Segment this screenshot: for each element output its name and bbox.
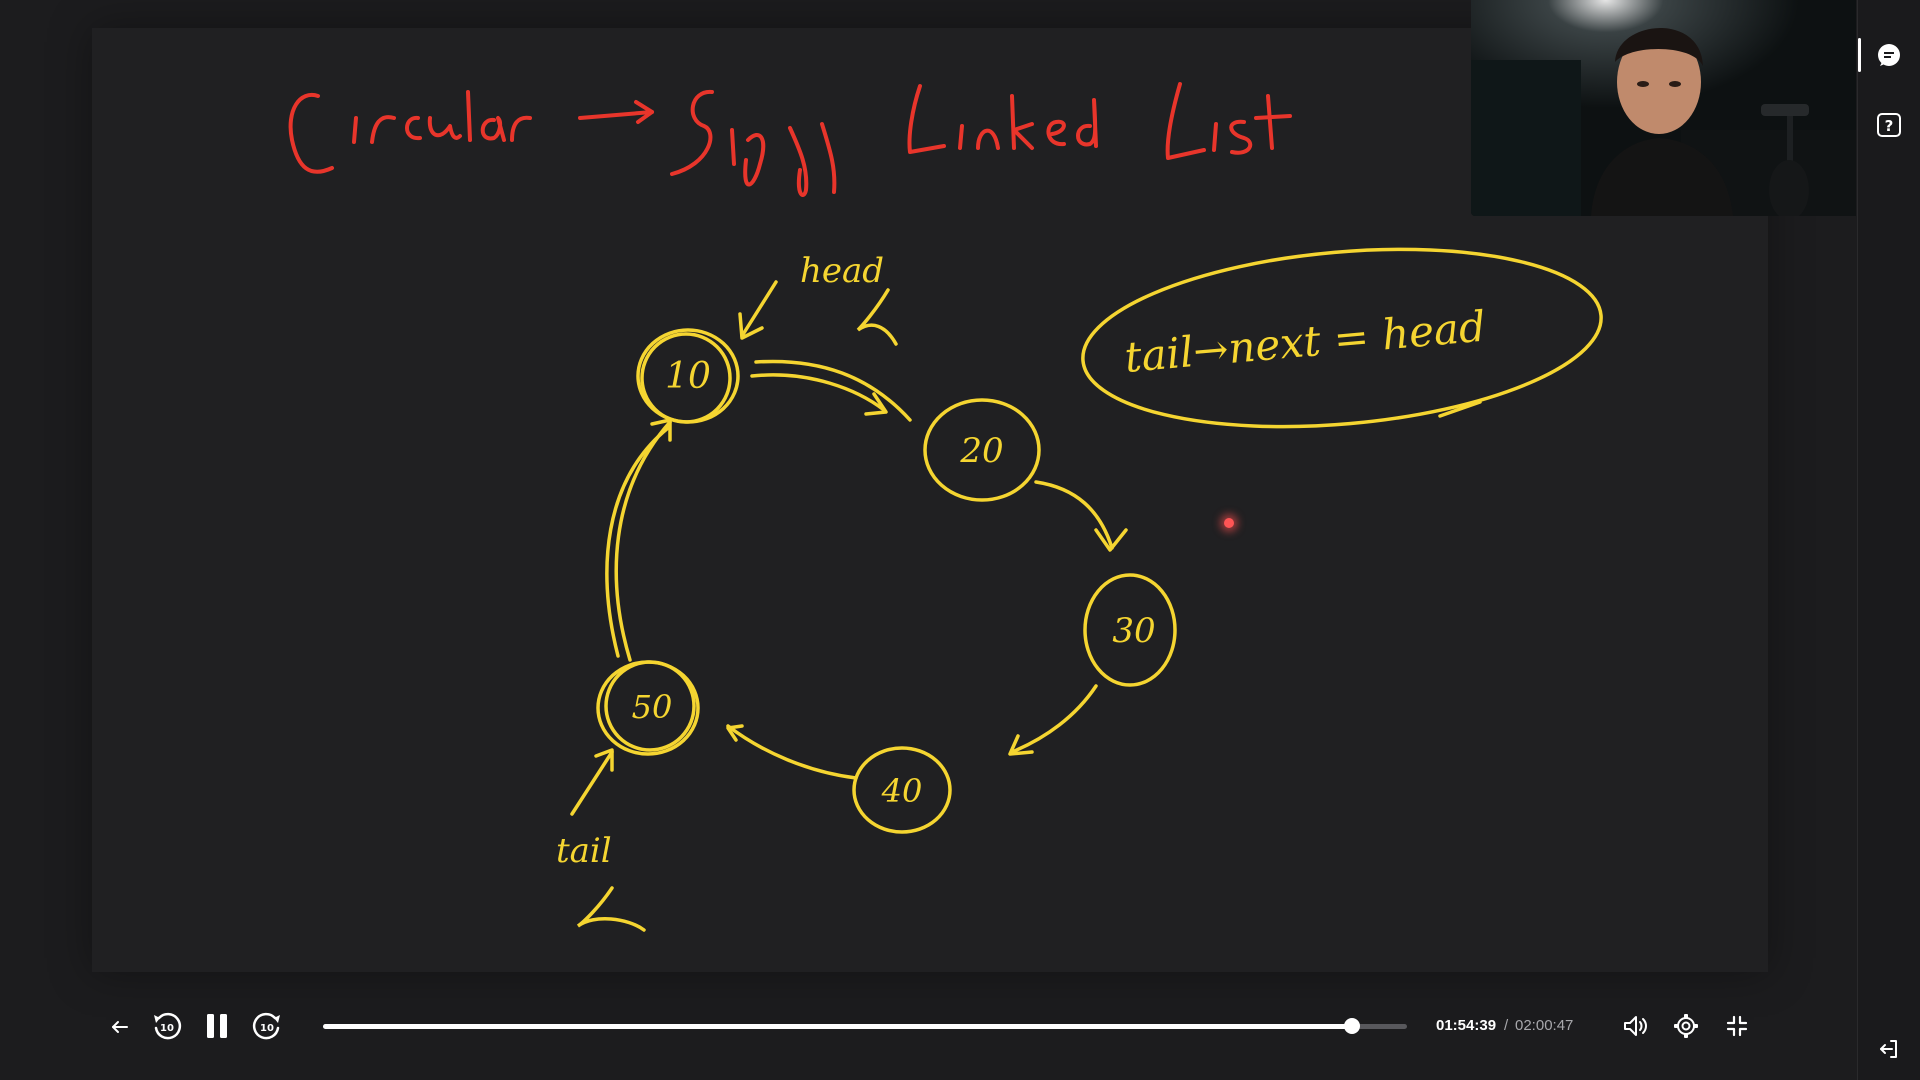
leave-icon <box>1880 1040 1897 1058</box>
volume-button[interactable] <box>1618 1009 1652 1043</box>
node-20-label: 20 <box>959 431 1003 471</box>
back-arrow-icon <box>112 1021 128 1033</box>
pause-icon <box>207 1014 227 1038</box>
note-text: tail→next = head <box>1123 302 1488 382</box>
node-20-circle <box>923 398 1041 502</box>
forward-10-icon: 10 <box>252 1012 280 1040</box>
rewind-10-icon: 10 <box>154 1012 182 1040</box>
help-icon: ? <box>1877 113 1901 137</box>
current-time: 01:54:39 <box>1436 1017 1497 1034</box>
right-sidebar: ? <box>1857 0 1920 1080</box>
head-label: head <box>800 251 884 291</box>
webcam-feed <box>1471 0 1856 216</box>
svg-text:?: ? <box>1885 117 1894 135</box>
title-handwriting <box>288 82 1292 197</box>
progress-bar[interactable] <box>323 1018 1407 1034</box>
total-time: 02:00:47 <box>1515 1017 1574 1034</box>
progress-thumb[interactable] <box>1343 1018 1360 1034</box>
back-button[interactable] <box>104 1011 136 1043</box>
exit-fullscreen-icon <box>1726 1015 1748 1037</box>
player-controls: 10 10 01:54:39 / 02:00:47 <box>92 995 1768 1055</box>
volume-icon <box>1624 1016 1647 1036</box>
rewind-10-button[interactable]: 10 <box>148 1007 186 1045</box>
exit-fullscreen-button[interactable] <box>1720 1009 1754 1043</box>
node-30-label: 30 <box>1112 611 1155 651</box>
instructor-webcam <box>1471 0 1856 216</box>
node-40-circle <box>852 746 952 834</box>
node-50-label: 50 <box>632 688 673 726</box>
node-10-label: 10 <box>665 356 711 397</box>
pause-button[interactable] <box>198 1007 236 1045</box>
linked-list-diagram <box>570 247 1603 834</box>
leave-button[interactable] <box>1874 1034 1904 1064</box>
active-tab-indicator <box>1858 38 1861 72</box>
settings-button[interactable] <box>1669 1009 1703 1043</box>
settings-gear-icon <box>1674 1014 1698 1038</box>
time-separator: / <box>1504 1017 1509 1034</box>
svg-text:10: 10 <box>160 1023 174 1034</box>
progress-played <box>323 1024 1352 1029</box>
note-ellipse <box>1081 247 1603 429</box>
chat-button[interactable] <box>1874 40 1904 70</box>
help-button[interactable]: ? <box>1874 110 1904 140</box>
tail-label: tail <box>556 831 612 871</box>
forward-10-button[interactable]: 10 <box>248 1007 286 1045</box>
svg-text:10: 10 <box>260 1023 274 1034</box>
node-40-label: 40 <box>881 772 923 810</box>
node-30-circle <box>1083 573 1177 687</box>
laser-pointer <box>1224 518 1234 528</box>
chat-icon <box>1878 44 1900 66</box>
